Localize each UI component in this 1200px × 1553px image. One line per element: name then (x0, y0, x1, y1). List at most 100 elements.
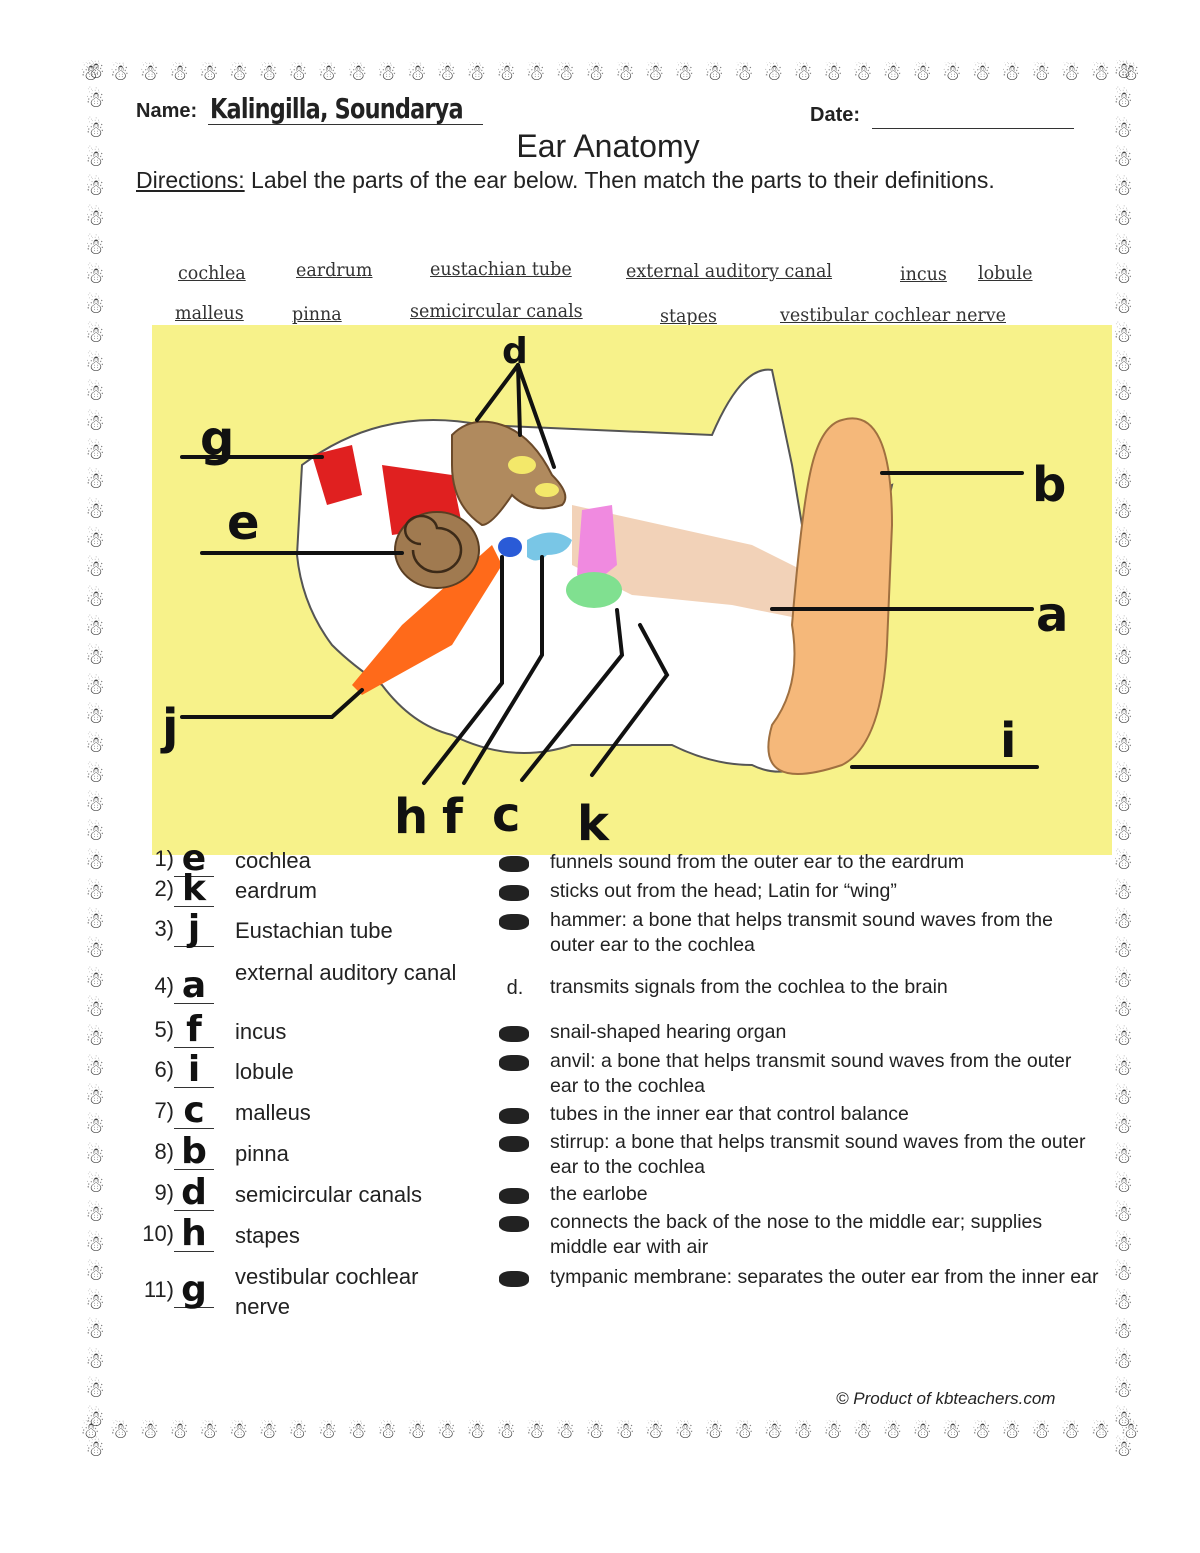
word-bank-item: external auditory canal (626, 260, 833, 282)
border-figure-icon: ☃ (198, 1420, 219, 1443)
word-bank-item: vestibular cochlear nerve (780, 304, 1006, 326)
term-label: incus (235, 1019, 287, 1044)
border-figure-icon: ☃ (1031, 1420, 1051, 1443)
border-figure-icon: ☃ (1113, 292, 1133, 318)
border-figure-icon: ☃ (1113, 1201, 1133, 1227)
answer-blank[interactable]: d (174, 1175, 214, 1211)
border-figure-icon: ☃ (1113, 1289, 1133, 1315)
date-label: Date: (810, 104, 861, 126)
answer-blank[interactable]: c (174, 1093, 214, 1129)
border-figure-icon: ☃ (85, 60, 105, 83)
diagram-label-h: h (394, 789, 428, 845)
diagram-label-g: g (200, 411, 234, 467)
question-number: 1) (154, 846, 174, 871)
border-figure-icon: ☃ (1113, 60, 1133, 83)
border-figure-icon: ☃ (733, 1420, 754, 1443)
diagram-label-c: c (492, 787, 520, 843)
eardrum-shape (566, 572, 622, 608)
answer-blank[interactable]: j (174, 911, 214, 947)
definition-row: snail-shaped hearing organ (495, 1020, 1105, 1072)
border-figure-icon: ☃ (85, 556, 105, 582)
border-figure-icon: ☃ (85, 233, 105, 259)
answer-blank[interactable]: i (174, 1052, 214, 1088)
border-figure-icon: ☃ (1113, 468, 1133, 494)
border-figure-icon: ☃ (1090, 1420, 1111, 1443)
term-label: cochlea (235, 848, 311, 873)
definition-text: tympanic membrane: separates the outer e… (550, 1266, 1099, 1288)
border-figure-icon: ☃ (139, 62, 160, 85)
border-figure-icon: ☃ (377, 1420, 397, 1443)
definition-text: stirrup: a bone that helps transmit soun… (550, 1131, 1086, 1178)
border-figure-icon: ☃ (85, 1377, 105, 1403)
border-figure-icon: ☃ (85, 585, 105, 611)
pointer-lines (180, 363, 1039, 785)
border-figure-icon: ☃ (85, 761, 105, 787)
border-figure-icon: ☃ (85, 292, 105, 318)
diagram-label-k: k (577, 796, 610, 852)
definition-row: the earlobe (495, 1182, 1105, 1234)
name-label: Name: (136, 100, 198, 122)
border-figure-icon: ☃ (436, 1420, 457, 1443)
answer-blank[interactable]: e (174, 841, 214, 877)
diagram-label-f: f (442, 789, 464, 845)
border-figure-icon: ☃ (85, 702, 105, 728)
border-figure-icon: ☃ (85, 1259, 105, 1285)
answer-blank[interactable]: b (174, 1134, 214, 1170)
border-figure-icon: ☃ (1113, 1054, 1133, 1080)
answer-blank[interactable]: a (174, 968, 214, 1004)
malleus-shape (498, 537, 522, 557)
border-figure-icon: ☃ (1113, 585, 1133, 611)
border-figure-icon: ☃ (347, 62, 368, 85)
border-figure-icon: ☃ (85, 1113, 105, 1139)
border-figure-icon: ☃ (85, 1318, 105, 1344)
semicircular-hole (508, 456, 536, 474)
ear-canal-shape (572, 505, 832, 625)
scribbled-letter-mark (499, 1216, 529, 1232)
border-figure-icon: ☃ (85, 1025, 105, 1051)
ear-diagram: g e j d b a i h f c k (152, 325, 1112, 855)
diagram-label-i: i (1000, 713, 1016, 769)
answer-blank[interactable]: f (174, 1012, 214, 1048)
border-figure-icon: ☃ (1060, 1420, 1081, 1443)
term-label: stapes (235, 1223, 300, 1248)
answer-blank[interactable]: h (174, 1216, 214, 1252)
border-figure-icon: ☃ (169, 62, 189, 85)
cochlea-shape (394, 511, 480, 589)
border-figure-icon: ☃ (614, 1420, 635, 1443)
name-value: Kalingilla, Soundarya (210, 92, 464, 125)
border-figure-icon: ☃ (496, 62, 516, 85)
border-figure-icon: ☃ (1113, 732, 1133, 758)
border-figure-icon: ☃ (109, 1420, 130, 1443)
answer-blank[interactable]: g (174, 1272, 214, 1308)
border-figure-icon: ☃ (1113, 351, 1133, 377)
date-field[interactable] (872, 128, 1074, 129)
word-bank-item: eustachian tube (430, 258, 572, 280)
border-figure-icon: ☃ (288, 62, 308, 85)
border-figure-icon: ☃ (1113, 966, 1133, 992)
word-bank-item: eardrum (296, 259, 373, 281)
name-line (208, 124, 483, 125)
border-figure-icon: ☃ (85, 175, 105, 201)
diagram-label-group: g e j d b a i h f c k (160, 331, 1068, 852)
answer-blank[interactable]: k (174, 871, 214, 907)
question-number: 6) (154, 1057, 174, 1082)
border-figure-icon: ☃ (1113, 908, 1133, 934)
right-border: ☃☃☃☃☃☃☃☃☃☃☃☃☃☃☃☃☃☃☃☃☃☃☃☃☃☃☃☃☃☃☃☃☃☃☃☃☃☃☃☃… (1108, 60, 1138, 1460)
border-figure-icon: ☃ (85, 732, 105, 758)
definition-row: hammer: a bone that helps transmit sound… (495, 908, 1105, 960)
border-figure-icon: ☃ (1113, 644, 1133, 670)
definition-row: d.transmits signals from the cochlea to … (495, 975, 1105, 1027)
border-figure-icon: ☃ (1113, 673, 1133, 699)
border-figure-icon: ☃ (704, 1420, 724, 1443)
border-figure-icon: ☃ (85, 380, 105, 406)
border-figure-icon: ☃ (1113, 204, 1133, 230)
border-figure-icon: ☃ (763, 1420, 784, 1443)
border-figure-icon: ☃ (555, 1420, 576, 1443)
border-figure-icon: ☃ (525, 62, 546, 85)
border-figure-icon: ☃ (644, 62, 665, 85)
scribbled-letter-mark (499, 1055, 529, 1071)
definition-row: funnels sound from the outer ear to the … (495, 850, 1105, 902)
